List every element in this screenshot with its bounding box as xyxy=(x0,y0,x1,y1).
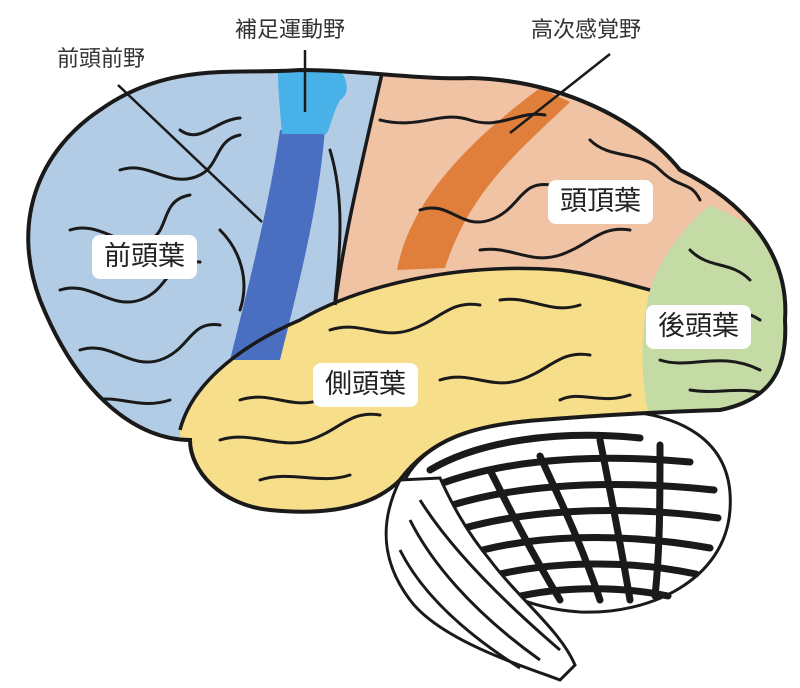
occipital-lobe-label: 後頭葉 xyxy=(646,305,751,350)
motor-cortex-strip xyxy=(230,128,325,360)
prefrontal-callout: 前頭前野 xyxy=(57,47,146,72)
higher-sensory-callout: 高次感覚野 xyxy=(531,18,642,43)
supplementary-motor-callout: 補足運動野 xyxy=(235,18,346,43)
brainstem xyxy=(384,476,577,682)
higher-sensory-callout-line xyxy=(509,53,611,134)
lobe-boundaries xyxy=(178,70,651,431)
higher-sensory-strip xyxy=(397,88,570,270)
temporal-lobe-label: 側頭葉 xyxy=(313,363,418,408)
parietal-lobe-label: 頭頂葉 xyxy=(548,180,653,225)
prefrontal-callout-line xyxy=(117,84,263,223)
frontal-lobe-label: 前頭葉 xyxy=(92,235,197,280)
callout-lines xyxy=(117,50,611,223)
supplementary-motor-area xyxy=(278,70,347,134)
cortex-outline xyxy=(26,67,788,514)
